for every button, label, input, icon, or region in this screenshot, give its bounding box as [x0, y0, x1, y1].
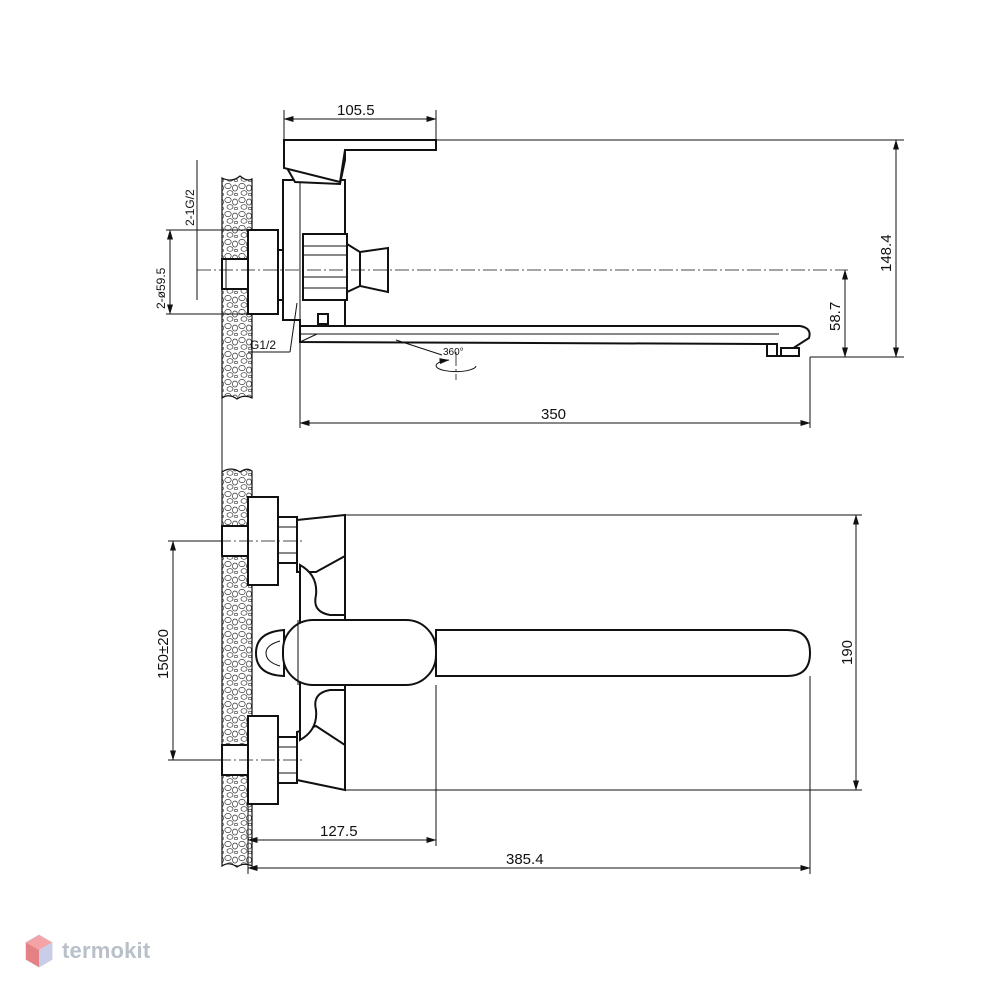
rotation-label: 360°: [443, 347, 464, 358]
body-projection-label: 127.5: [320, 823, 358, 840]
spout-length-label: 350: [541, 406, 566, 423]
spout-height-dim: 58.7: [827, 269, 848, 358]
hexagon-logo-icon: [25, 934, 53, 968]
center-distance-label: 150±20: [155, 629, 172, 679]
brand-watermark: termokit: [24, 934, 150, 968]
spout-front: [435, 629, 812, 677]
rotation-symbol: 360°: [395, 339, 477, 373]
total-projection-dim: 385.4: [247, 676, 811, 874]
front-view: 150±20 190 127.5 385.4: [155, 398, 862, 874]
spout-height-label: 58.7: [827, 302, 844, 331]
spout-length-dim: 350: [299, 342, 811, 428]
outlet-thread-label: G1/2: [250, 338, 276, 352]
rosette-diameter-label: 2-ø59.5: [154, 267, 168, 309]
handle-length-label: 105.5: [337, 102, 375, 119]
diverter-knob: [302, 233, 389, 301]
body-projection-dim: 127.5: [247, 685, 437, 874]
body-height-label: 190: [839, 640, 856, 665]
spout-joint: [317, 313, 329, 325]
total-height-label: 148.4: [878, 234, 895, 272]
spout-side: [299, 325, 811, 357]
handle-length-dim: 105.5: [283, 102, 437, 140]
lever-handle-front: [254, 619, 437, 686]
body-height-dim: 190: [345, 514, 862, 791]
aerator: [780, 347, 800, 357]
inlet-thread-label: 2-1G/2: [183, 189, 197, 226]
side-view: 360° G1/2 2-1G/2 2-ø59.5 105.5: [154, 102, 904, 428]
brand-name: termokit: [62, 938, 151, 963]
outlet-thread-callout: G1/2: [248, 302, 298, 353]
total-height-dim: 148.4: [436, 139, 904, 358]
total-projection-label: 385.4: [506, 851, 544, 868]
rosette-top: [247, 229, 279, 315]
rosette-diameter-dim: 2-ø59.5: [154, 229, 248, 315]
center-distance-dim: 150±20: [155, 540, 222, 761]
